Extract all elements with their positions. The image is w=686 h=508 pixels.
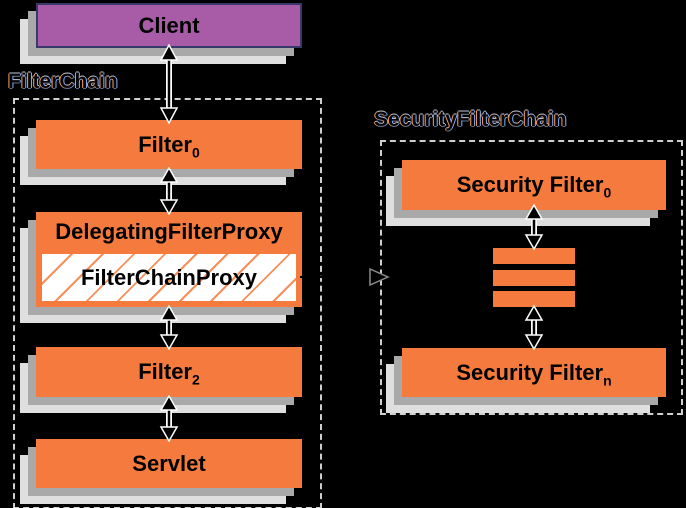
proxy-to-securityfilterchain-arrow-icon — [300, 267, 390, 287]
client-box: Client — [36, 3, 302, 48]
delegating-filter-proxy-label: DelegatingFilterProxy — [55, 219, 283, 244]
security-filters-ellipsis-bar-1 — [493, 248, 575, 264]
filter-chain-proxy-label: FilterChainProxy — [80, 264, 258, 290]
filter0-box: Filter0 — [36, 120, 302, 169]
security-filter0-label: Security Filter0 — [456, 172, 612, 201]
client-label: Client — [138, 12, 200, 38]
security-filter0-bars-double-arrow-icon — [524, 204, 544, 250]
security-filtern-box: Security Filtern — [402, 348, 666, 397]
security-filters-ellipsis-bar-2 — [493, 270, 575, 286]
security-filter0-box: Security Filter0 — [402, 160, 666, 210]
bars-security-filtern-double-arrow-icon — [524, 305, 544, 350]
security-filtern-label: Security Filtern — [456, 359, 612, 388]
filter2-label: Filter2 — [138, 359, 200, 388]
securityfilterchain-group-label: SecurityFilterChain — [374, 108, 567, 131]
servlet-box: Servlet — [36, 439, 302, 488]
servlet-label: Servlet — [132, 450, 206, 476]
filterchain-group-label: FilterChain — [8, 70, 118, 93]
client-filter0-double-arrow-icon — [159, 44, 179, 124]
filter-chain-proxy-box: FilterChainProxy — [40, 252, 298, 303]
filter2-servlet-double-arrow-icon — [159, 395, 179, 442]
security-filters-ellipsis-bar-3 — [493, 291, 575, 307]
filter0-label: Filter0 — [138, 131, 200, 160]
delegating-filter-proxy-box: DelegatingFilterProxy FilterChainProxy — [36, 212, 302, 307]
filter2-box: Filter2 — [36, 347, 302, 397]
dfp-filter2-double-arrow-icon — [159, 305, 179, 350]
filter0-dfp-double-arrow-icon — [159, 167, 179, 215]
